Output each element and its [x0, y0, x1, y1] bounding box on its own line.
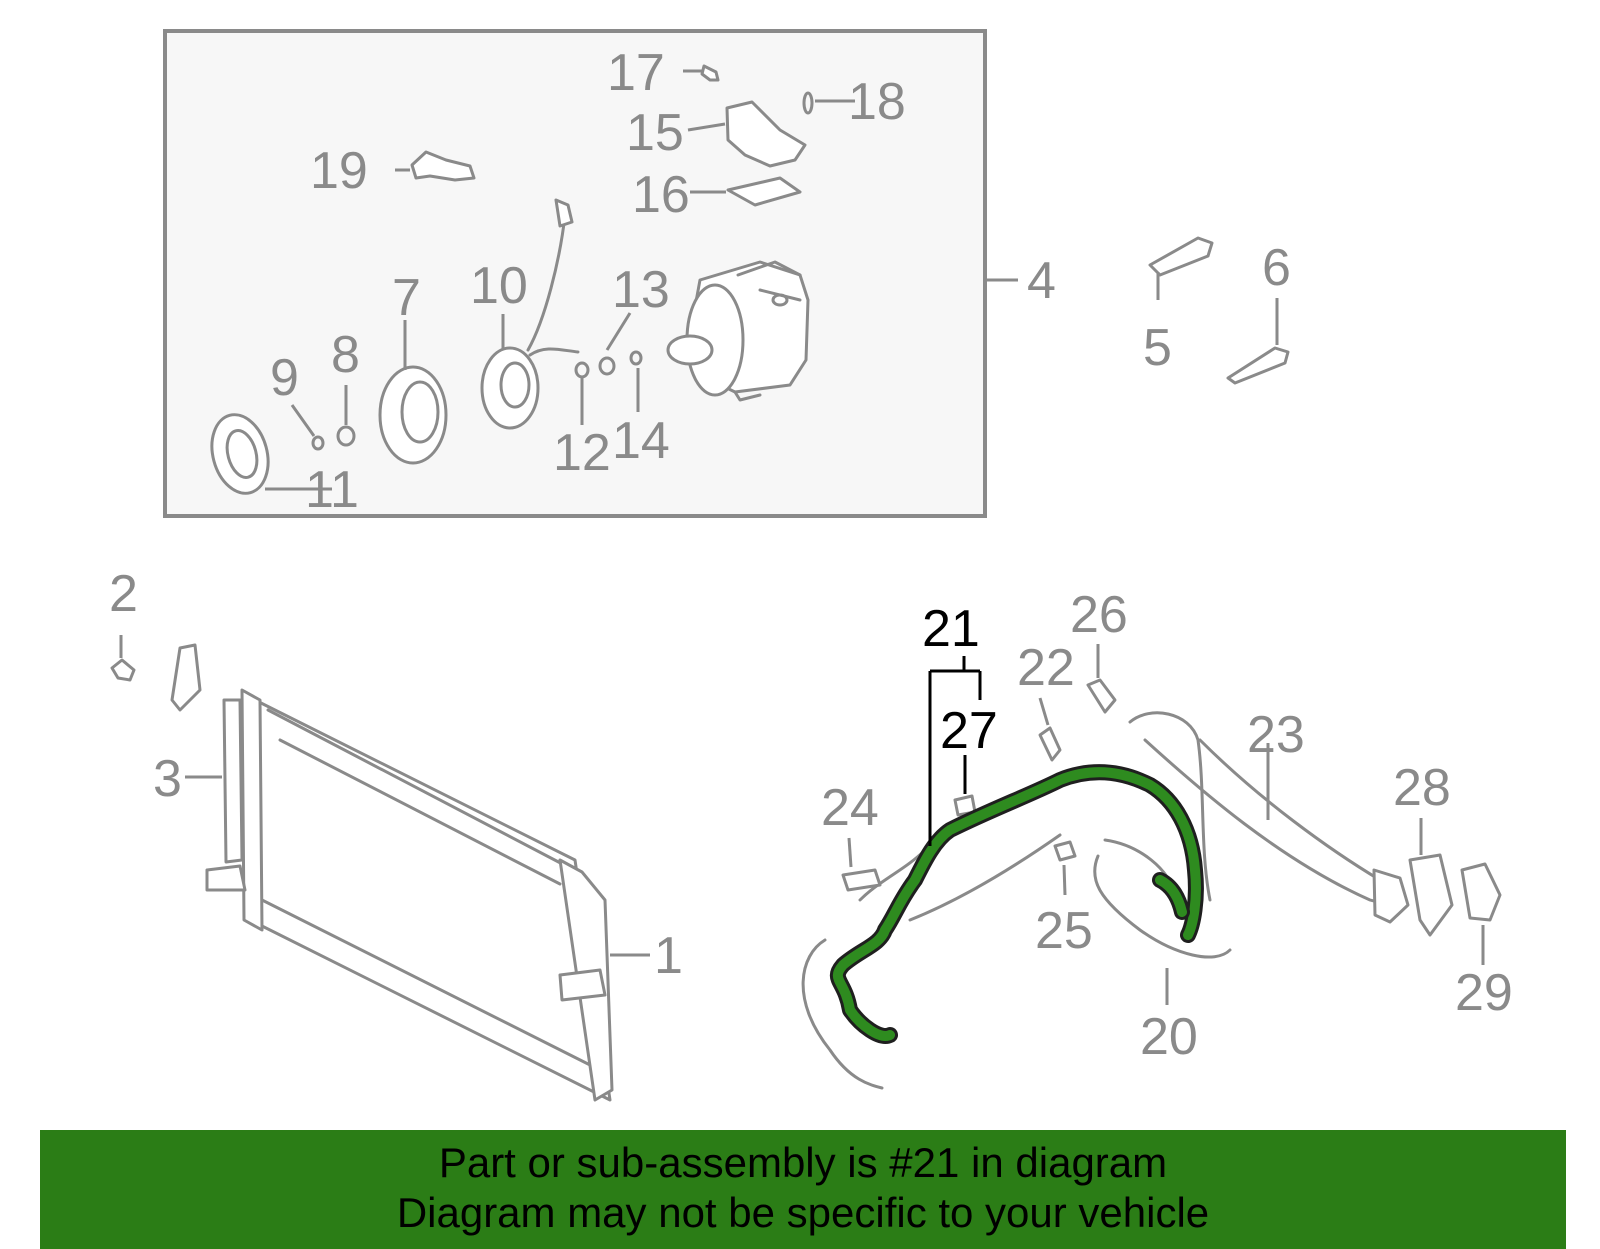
compressor-assembly-box	[163, 29, 987, 518]
bolt-6-part	[1226, 346, 1290, 385]
callout-26: 26	[1070, 586, 1128, 644]
clutch-hub-part	[210, 413, 270, 495]
seal-18-part	[802, 91, 814, 115]
callout-11: 11	[305, 461, 359, 519]
callout-18: 18	[848, 73, 906, 131]
callout-25: 25	[1035, 902, 1093, 960]
callout-5: 5	[1143, 319, 1172, 377]
callout-13: 13	[612, 261, 670, 319]
callout-20: 20	[1140, 1008, 1198, 1066]
highlighted-hose-21	[829, 764, 1204, 1044]
receiver-dryer-part	[222, 698, 244, 864]
callout-16: 16	[632, 166, 690, 224]
pulley-part	[378, 365, 448, 465]
callout-15: 15	[626, 104, 684, 162]
condenser-part	[170, 643, 614, 1102]
compressor-part	[666, 260, 810, 402]
callout-9: 9	[270, 349, 299, 407]
ring-9-part	[311, 435, 325, 451]
callout-22: 22	[1017, 639, 1075, 697]
ring-14-part	[629, 350, 643, 366]
callout-12: 12	[553, 424, 611, 482]
callout-labels: 1 2 3 4 5 6 7 8 9 10 11 12 13 14 15 16 1…	[109, 44, 1513, 1066]
banner-line-2: Diagram may not be specific to your vehi…	[396, 1189, 1210, 1236]
valve-cover-15-part	[725, 100, 807, 168]
callout-4: 4	[1027, 252, 1056, 310]
switch-19-part	[410, 150, 476, 182]
bracket-22-part	[1038, 726, 1062, 762]
bracket-24-part	[841, 868, 882, 892]
info-banner: Part or sub-assembly is #21 in diagram D…	[40, 1130, 1566, 1249]
callout-24: 24	[821, 779, 879, 837]
ring-8-part	[336, 425, 356, 447]
field-coil-part	[480, 198, 580, 430]
leader-lines	[119, 69, 1485, 1005]
callout-1: 1	[654, 927, 683, 985]
bolt-5-part	[1148, 236, 1214, 277]
callout-29: 29	[1455, 964, 1513, 1022]
ring-12-part	[574, 361, 590, 379]
bracket-25-part	[1053, 840, 1077, 862]
callout-6: 6	[1262, 239, 1291, 297]
callout-23: 23	[1247, 706, 1305, 764]
callout-7: 7	[392, 269, 421, 327]
ring-13-part	[598, 356, 616, 376]
bracket-26-part	[1086, 678, 1117, 714]
highlight-stroke	[832, 767, 1201, 1041]
callout-3: 3	[153, 750, 182, 808]
callout-28: 28	[1393, 759, 1451, 817]
compressor-assembly-group	[163, 29, 1018, 518]
callout-27: 27	[940, 702, 998, 760]
callout-19: 19	[310, 142, 368, 200]
bolt-17-part	[700, 64, 720, 82]
callout-2: 2	[109, 565, 138, 623]
gasket-16-part	[726, 176, 802, 207]
callout-17: 17	[607, 44, 665, 102]
bolt-2-part	[110, 658, 136, 682]
callout-14: 14	[612, 412, 670, 470]
callout-21: 21	[922, 600, 980, 658]
callout-8: 8	[331, 326, 360, 384]
callout-10: 10	[470, 257, 528, 315]
banner-line-1: Part or sub-assembly is #21 in diagram	[438, 1139, 1168, 1186]
